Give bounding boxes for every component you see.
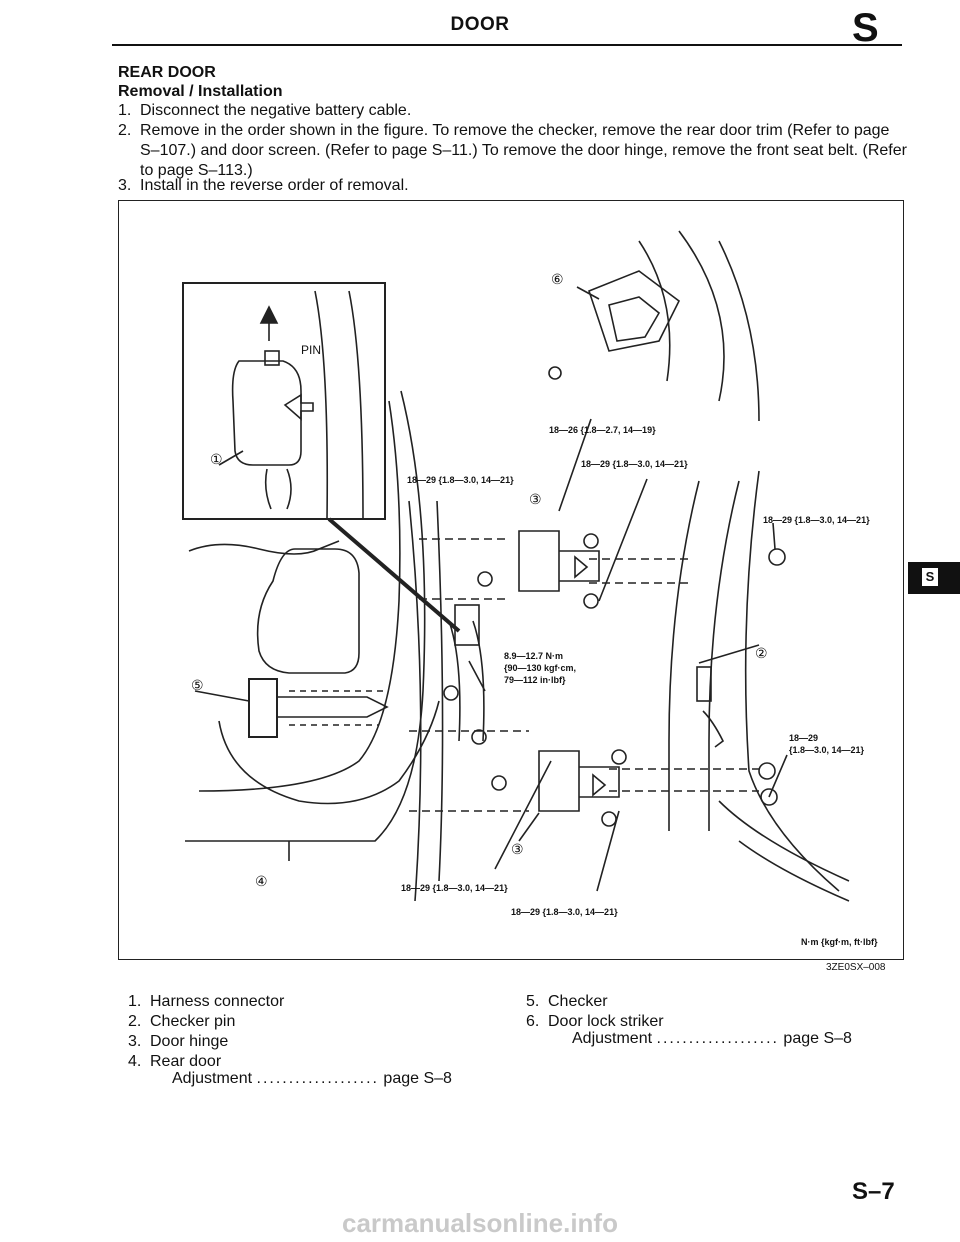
callout-2: ② [755,645,768,661]
callout-5: ⑤ [191,677,204,693]
callout-3-upper: ③ [529,491,542,507]
legend-item: 2.Checker pin [128,1013,236,1030]
connector-body [231,360,302,466]
door-lock-striker [588,270,681,352]
legend-item: 4.Rear door [128,1053,222,1070]
step-3: 3. Install in the reverse order of remov… [118,176,908,196]
connector-pin [264,350,280,366]
legend-item: 3.Door hinge [128,1033,229,1050]
watermark: carmanualsonline.info [342,1208,618,1238]
checker-pin [696,666,712,702]
torque-spec: 18—29 {1.8—3.0, 14—21} [763,515,870,525]
legend-item: 6.Door lock striker [526,1013,664,1030]
figure-id: 3ZE0SX–008 [826,962,886,973]
step-2: 2. Remove in the order shown in the figu… [118,121,908,181]
callout-3-lower: ③ [511,841,524,857]
torque-spec: 8.9—12.7 N·m [504,651,564,661]
inset-frame [182,282,386,520]
page-header-title: DOOR [450,14,510,35]
step-text: Install in the reverse order of removal. [140,177,409,194]
torque-spec: 18—29 {1.8—3.0, 14—21} [401,883,508,893]
callout-6: ⑥ [551,271,564,287]
step-1: 1. Disconnect the negative battery cable… [118,101,908,121]
nut [758,762,776,780]
diagram-drawing [182,230,850,902]
torque-spec: 18—29 {1.8—3.0, 14—21} [581,459,688,469]
header-rule [112,44,902,46]
section-letter: S [852,6,879,50]
torque-spec: 18—26 {1.8—2.7, 14—19} [549,425,656,435]
upper-hinge [518,530,600,592]
checker-arm [276,696,389,718]
door-harness [448,620,485,742]
torque-spec: 18—29 [789,733,819,743]
callout-4: ④ [255,873,268,889]
nut [760,788,778,806]
legend-subitem: Adjustment ................... page S–8 [572,1030,852,1047]
torque-spec: 79—112 in·lbf} [504,675,566,685]
torque-spec: {1.8—3.0, 14—21} [789,745,865,755]
step-text: Disconnect the negative battery cable. [140,102,412,119]
step-text: Remove in the order shown in the figure.… [140,122,907,179]
legend-item: 1.Harness connector [128,993,285,1010]
pin-label: PIN [301,343,322,357]
up-arrow [259,305,279,341]
step-number: 1. [118,102,132,119]
step-number: 3. [118,177,132,194]
door-connector [454,604,480,646]
step-number: 2. [118,122,132,139]
rear-door-exploded-diagram: ① ② ③ ③ ④ ⑤ ⑥ PIN 18—26 {1.8—2.7, 14—19}… [118,200,904,960]
inset-body-lines [314,290,364,520]
checker-body [248,678,278,738]
section-subtitle: Removal / Installation [118,83,283,100]
torque-spec: {90—130 kgf·cm, [504,663,577,673]
section-title: REAR DOOR [118,64,216,81]
legend-subitem: Adjustment ................... page S–8 [172,1070,452,1087]
page-number: S–7 [852,1178,895,1205]
callout-1: ① [210,451,223,467]
nut [768,548,786,566]
legend-item: 5.Checker [526,993,608,1010]
harness-corrugated [264,468,292,510]
torque-spec: 18—29 {1.8—3.0, 14—21} [407,475,514,485]
slide-arrow [283,393,314,421]
units-note: N·m {kgf·m, ft·lbf} [801,937,878,947]
lower-hinge [538,750,620,812]
leader-thick [327,517,461,633]
torque-spec: 18—29 {1.8—3.0, 14—21} [511,907,618,917]
section-tab: S [908,562,960,594]
